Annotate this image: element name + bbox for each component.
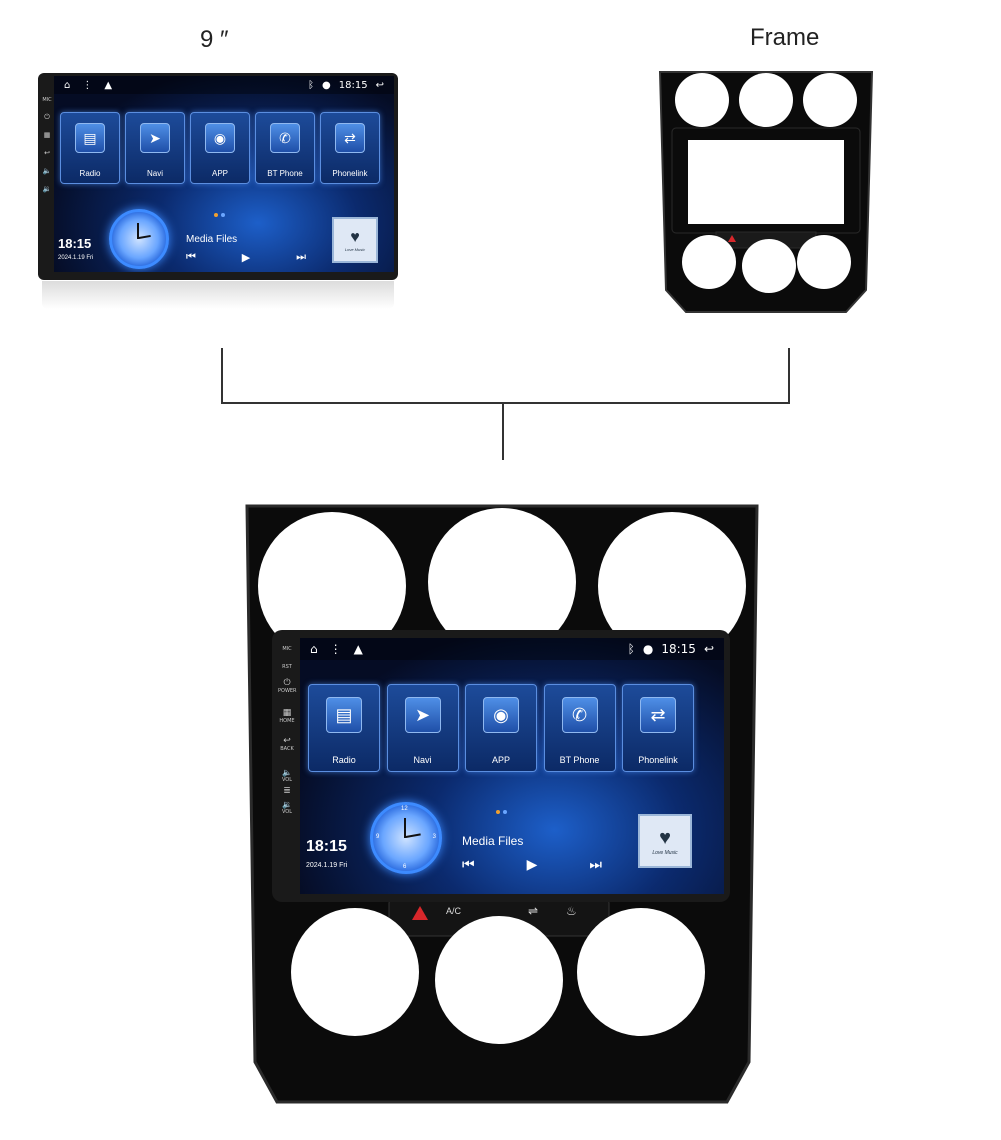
mic-label: MIC	[42, 97, 52, 103]
screen-reflection	[42, 281, 394, 309]
bluetooth-icon: ᛒ	[308, 79, 315, 91]
home-icon-large[interactable]: ⌂	[310, 642, 318, 656]
app-tile-radio[interactable]: ▤Radio	[60, 112, 120, 184]
previous-track-icon-large[interactable]: ⏮	[462, 856, 475, 872]
volume-up-icon[interactable]: 🔈	[42, 167, 52, 175]
back-icon-large: ↩	[283, 736, 291, 746]
home-grid-icon-large: ▦	[282, 708, 292, 718]
return-icon-large[interactable]: ↩	[703, 642, 714, 656]
back-icon[interactable]: ↩	[44, 149, 50, 157]
menu-dots-icon[interactable]: ⋮	[82, 79, 93, 91]
volume-down-icon[interactable]: 🔉	[42, 185, 52, 193]
clock-time: 18:15	[58, 236, 92, 251]
app-tile-phonelink-large[interactable]: ⇄Phonelink	[622, 684, 694, 772]
equalizer-icon[interactable]: ≣	[283, 786, 291, 796]
status-time-large: 18:15	[661, 642, 696, 656]
frame-only	[658, 71, 874, 313]
clock-date-large: 2024.1.19 Fri	[306, 862, 348, 869]
home-button[interactable]: ▦HOME	[279, 708, 295, 724]
installed-screen: MIC RST ⏻POWER ▦HOME ↩BACK 🔈VOL ≣ 🔉VOL ⌂…	[272, 630, 730, 902]
home-icon[interactable]: ⌂	[64, 79, 71, 91]
power-button[interactable]: ⏻POWER	[278, 678, 297, 694]
frame-label: Frame	[750, 24, 820, 51]
bluetooth-icon-large: ᛒ	[627, 642, 635, 656]
analog-clock	[109, 209, 169, 269]
ac-button[interactable]: A/C	[446, 906, 461, 916]
standalone-screen: MIC ⏻ ▦ ↩ 🔈 🔉 ⌂⋮▲ ᛒ●18:15↩ ▤Radio ➤Navi …	[38, 73, 398, 280]
phonelink-icon-large: ⇄	[640, 697, 676, 733]
volume-down-icon-large: 🔉	[282, 800, 292, 809]
menu-dots-icon-large[interactable]: ⋮	[329, 642, 342, 656]
back-button[interactable]: ↩BACK	[278, 736, 296, 752]
volume-down-button[interactable]: 🔉VOL	[278, 800, 296, 815]
navi-icon: ➤	[140, 123, 170, 153]
media-title-large: Media Files	[462, 834, 524, 848]
android-icon: ◉	[205, 123, 235, 153]
connector-left	[221, 348, 223, 404]
rst-label: RST	[282, 664, 292, 670]
media-title: Media Files	[186, 234, 238, 245]
screen-size-label: 9 ″	[200, 26, 229, 53]
app-tile-navi-large[interactable]: ➤Navi	[386, 684, 459, 772]
warning-icon: ▲	[104, 79, 113, 91]
previous-track-icon[interactable]: ⏮	[186, 251, 196, 263]
app-tile-bt-phone-large[interactable]: ✆BT Phone	[543, 684, 616, 772]
hazard-button[interactable]	[412, 906, 428, 920]
connector-right	[788, 348, 790, 404]
next-track-icon-large[interactable]: ⏭	[589, 856, 602, 872]
album-art-large: ♥ Love Music	[638, 814, 692, 868]
app-tile-bt-phone[interactable]: ✆BT Phone	[255, 112, 315, 184]
heart-music-icon: ♥	[350, 228, 360, 246]
volume-up-button[interactable]: 🔈VOL	[278, 768, 296, 783]
volume-up-icon-large: 🔈	[282, 768, 292, 777]
hazard-button-small[interactable]	[728, 235, 736, 242]
android-icon-large: ◉	[483, 697, 519, 733]
phonelink-icon: ⇄	[335, 123, 365, 153]
analog-clock-large: 12 3 6 9	[370, 802, 442, 874]
app-tile-app-large[interactable]: ◉APP	[465, 684, 537, 772]
location-icon-large: ●	[642, 642, 654, 656]
home-grid-icon[interactable]: ▦	[43, 131, 51, 139]
defrost-icon[interactable]: ♨	[566, 904, 577, 918]
clock-date: 2024.1.19 Fri	[58, 255, 94, 261]
navi-icon-large: ➤	[404, 697, 441, 733]
mic-label-large: MIC	[282, 646, 292, 652]
app-tile-radio-large[interactable]: ▤Radio	[308, 684, 380, 772]
app-tile-app[interactable]: ◉APP	[190, 112, 250, 184]
location-icon: ●	[322, 79, 331, 91]
play-icon-large[interactable]: ▶	[526, 856, 538, 872]
phone-icon-large: ✆	[561, 697, 598, 733]
play-icon[interactable]: ▶	[241, 252, 251, 264]
phone-icon: ✆	[270, 123, 300, 153]
power-icon[interactable]: ⏻	[44, 113, 50, 121]
page-indicator-large	[496, 810, 507, 814]
ac-label: A/C	[446, 906, 462, 916]
app-tile-navi[interactable]: ➤Navi	[125, 112, 185, 184]
power-icon-large: ⏻	[283, 678, 291, 688]
status-time: 18:15	[338, 79, 368, 91]
heart-music-icon-large: ♥	[659, 826, 671, 849]
return-icon[interactable]: ↩	[375, 79, 384, 91]
next-track-icon[interactable]: ⏭	[296, 251, 306, 263]
album-caption: Love Music	[344, 246, 366, 252]
connector-horizontal	[221, 402, 790, 404]
radio-icon: ▤	[75, 123, 105, 153]
radio-icon-large: ▤	[326, 697, 362, 733]
recirculation-icon[interactable]: ⇌	[528, 904, 539, 918]
warning-icon-large: ▲	[353, 642, 363, 656]
app-tile-phonelink[interactable]: ⇄Phonelink	[320, 112, 380, 184]
page-indicator	[214, 213, 225, 217]
album-art: ♥ Love Music	[332, 217, 378, 263]
clock-time-large: 18:15	[306, 838, 347, 855]
album-caption-large: Love Music	[652, 849, 678, 856]
connector-center	[502, 402, 504, 460]
